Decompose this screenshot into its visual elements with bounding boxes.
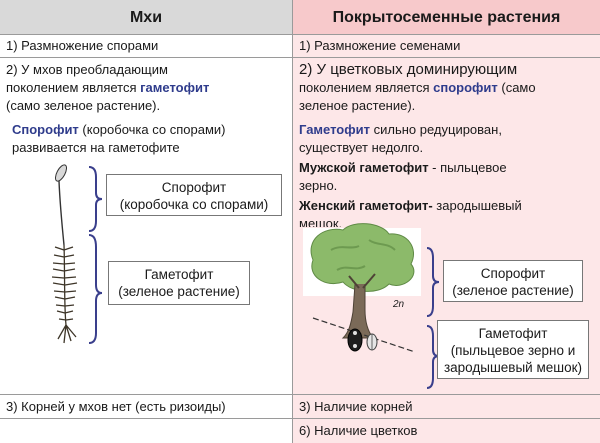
- mosses-gametophyte-label-box: Гаметофит (зеленое растение): [108, 261, 250, 305]
- mosses-row-4: [0, 419, 293, 443]
- male-gametophyte-line1: Мужской гаметофит - пыльцевое: [299, 160, 507, 175]
- female-gametophyte-line1: Женский гаметофит- зародышевый: [299, 198, 522, 213]
- angio-gametophyte-line1: Гаметофит сильно редуцирован,: [299, 122, 502, 137]
- male-gametophyte-line2: зерно.: [299, 178, 338, 193]
- angiosperms-row-3: 3) Наличие корней: [293, 395, 600, 419]
- angio-dominant-line2: поколением является спорофит (само: [299, 80, 536, 95]
- ploidy-label: 2n: [393, 299, 405, 310]
- gametophyte-drawings: [347, 328, 378, 352]
- header-angiosperms: Покрытосеменные растения: [293, 0, 600, 35]
- sporophyte-term: Спорофит: [12, 122, 79, 137]
- mosses-sporophyte-line1: Спорофит (коробочка со спорами): [12, 122, 226, 137]
- mosses-brackets: [88, 166, 103, 344]
- mosses-row-2: 2) У мхов преобладающим поколением являе…: [0, 58, 293, 395]
- mosses-dominant-line2: поколением является гаметофит: [6, 80, 210, 95]
- mosses-row-1: 1) Размножение спорами: [0, 35, 293, 58]
- mosses-row-3: 3) Корней у мхов нет (есть ризоиды): [0, 395, 293, 419]
- angio-gametophyte-line2: существует недолго.: [299, 140, 424, 155]
- mosses-dominant-line3: (само зеленое растение).: [6, 98, 161, 113]
- embryo-sac-drawing: [347, 328, 363, 352]
- mosses-reproduction-text: 1) Размножение спорами: [6, 38, 159, 53]
- female-gametophyte-line2: мешок.: [299, 216, 343, 227]
- sporophyte-term: спорофит: [433, 80, 498, 95]
- mosses-roots-text: 3) Корней у мхов нет (есть ризоиды): [6, 399, 226, 414]
- gametophyte-term: гаметофит: [140, 80, 210, 95]
- angiosperms-reproduction-text: 1) Размножение семенами: [299, 38, 461, 53]
- moss-plant-drawing: [51, 164, 78, 344]
- angio-gametophyte-label-box: Гаметофит (пыльцевое зерно и зародышевый…: [437, 320, 589, 379]
- angio-roots-text: 3) Наличие корней: [299, 399, 413, 414]
- tree-drawing: [303, 223, 421, 353]
- angio-dominant-line1: 2) У цветковых доминирующим: [299, 61, 518, 78]
- angio-sporophyte-label-box: Спорофит (зеленое растение): [443, 260, 583, 302]
- angio-flowers-text: 6) Наличие цветков: [299, 423, 418, 438]
- mosses-dominant-line1: 2) У мхов преобладающим: [6, 62, 168, 77]
- angio-dominant-line3: зеленое растение).: [299, 98, 416, 113]
- gametophyte-term: Гаметофит: [299, 122, 370, 137]
- angiosperms-row-1: 1) Размножение семенами: [293, 35, 600, 58]
- angiosperms-row-2: 2) У цветковых доминирующим поколением я…: [293, 58, 600, 395]
- mosses-sporophyte-line2: развивается на гаметофите: [12, 140, 180, 155]
- header-mosses: Мхи: [0, 0, 293, 35]
- mosses-sporophyte-label-box: Спорофит (коробочка со спорами): [106, 174, 282, 216]
- angiosperms-row-4: 6) Наличие цветков: [293, 419, 600, 443]
